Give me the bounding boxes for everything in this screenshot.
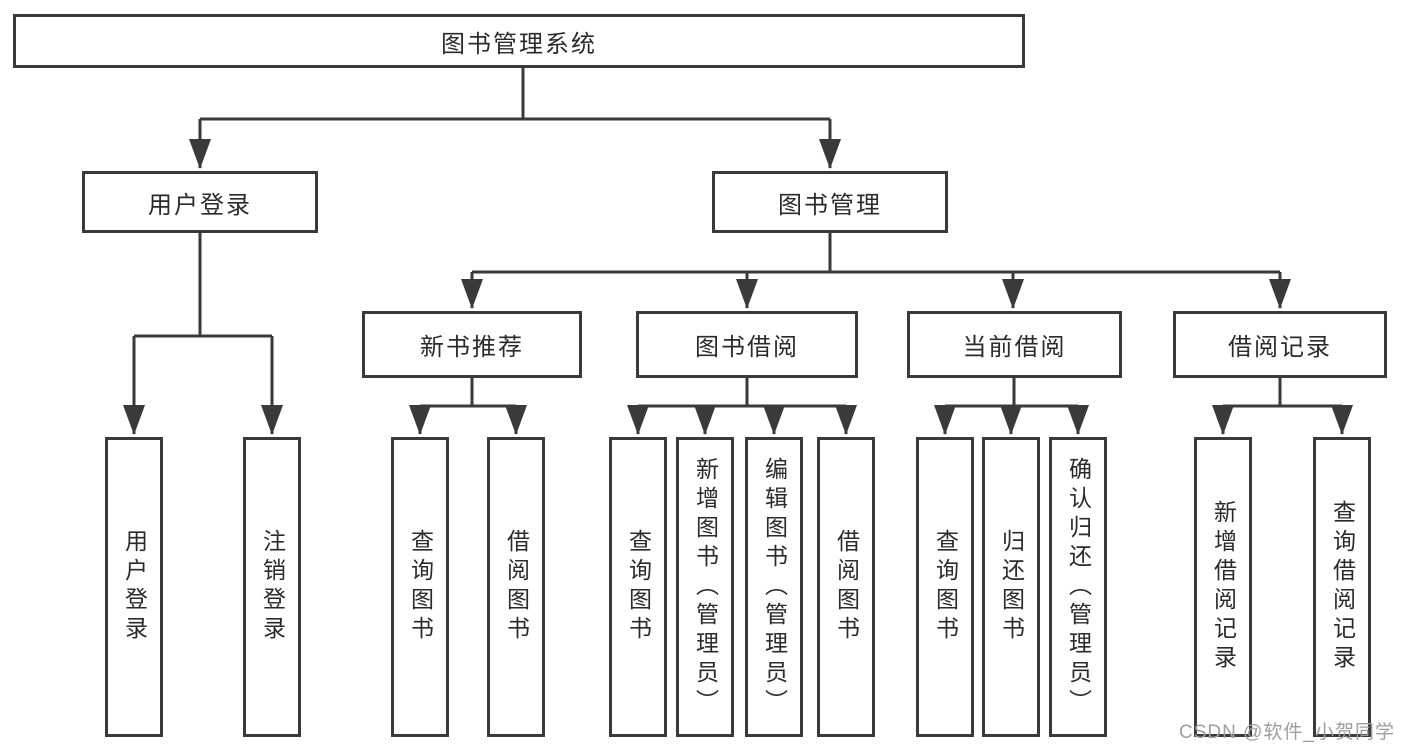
node-library-management-system: 图书管理系统 — [13, 14, 1025, 68]
leaf-br-query-record: 查询借阅记录 — [1313, 437, 1371, 737]
node-current-borrowing: 当前借阅 — [907, 311, 1122, 378]
leaf-user-login: 用户登录 — [105, 437, 163, 737]
connector-borrow-records-branch — [1212, 378, 1353, 435]
leaf-cb-return-books: 归还图书 — [982, 437, 1040, 737]
leaf-bb-edit-books-admin: 编辑图书（管理员） — [745, 437, 803, 737]
leaf-nb-query-books-label: 查询图书 — [407, 529, 434, 645]
node-user-login: 用户登录 — [82, 171, 318, 233]
leaf-cb-query-books: 查询图书 — [916, 437, 974, 737]
node-current-borrowing-label: 当前借阅 — [962, 334, 1067, 361]
node-book-borrowing-label: 图书借阅 — [695, 334, 799, 361]
node-new-book-recommendation-label: 新书推荐 — [420, 334, 524, 361]
node-book-borrowing: 图书借阅 — [636, 311, 858, 378]
connector-new-book-branch — [409, 378, 527, 435]
node-borrowing-records-label: 借阅记录 — [1228, 334, 1332, 361]
leaf-br-add-record: 新增借阅记录 — [1194, 437, 1252, 737]
leaf-cb-query-books-label: 查询图书 — [932, 529, 959, 645]
leaf-bb-edit-books-admin-label: 编辑图书（管理员） — [761, 456, 788, 718]
node-library-management-system-label: 图书管理系统 — [441, 30, 597, 58]
leaf-cb-confirm-return-admin-label: 确认归还（管理员） — [1065, 456, 1092, 718]
leaf-logout-login: 注销登录 — [243, 437, 301, 737]
leaf-logout-login-label: 注销登录 — [259, 529, 286, 645]
leaf-bb-borrow-books: 借阅图书 — [817, 437, 875, 737]
leaf-nb-borrow-books: 借阅图书 — [487, 437, 545, 737]
leaf-bb-add-books-admin-label: 新增图书（管理员） — [692, 456, 719, 718]
leaf-cb-return-books-label: 归还图书 — [998, 529, 1025, 645]
node-book-management-label: 图书管理 — [778, 191, 882, 219]
connector-current-borrow-branch — [934, 378, 1089, 435]
node-user-login-label: 用户登录 — [148, 191, 252, 219]
leaf-nb-query-books: 查询图书 — [391, 437, 449, 737]
node-new-book-recommendation: 新书推荐 — [362, 311, 582, 378]
node-book-management: 图书管理 — [712, 171, 948, 233]
connector-book-borrow-branch — [627, 378, 857, 435]
watermark-text: CSDN @软件_小贺同学 — [1179, 722, 1395, 743]
leaf-bb-query-books: 查询图书 — [609, 437, 667, 737]
node-borrowing-records: 借阅记录 — [1173, 311, 1387, 378]
leaf-bb-borrow-books-label: 借阅图书 — [833, 529, 860, 645]
leaf-br-query-record-label: 查询借阅记录 — [1329, 500, 1356, 674]
connector-root-to-level2 — [189, 68, 841, 169]
leaf-bb-add-books-admin: 新增图书（管理员） — [676, 437, 734, 737]
leaf-br-add-record-label: 新增借阅记录 — [1210, 500, 1237, 674]
connector-book-management-branch — [461, 233, 1291, 309]
leaf-cb-confirm-return-admin: 确认归还（管理员） — [1049, 437, 1107, 737]
leaf-nb-borrow-books-label: 借阅图书 — [503, 529, 530, 645]
leaf-bb-query-books-label: 查询图书 — [625, 529, 652, 645]
connector-user-login-branch — [123, 233, 283, 435]
leaf-user-login-label: 用户登录 — [121, 529, 148, 645]
